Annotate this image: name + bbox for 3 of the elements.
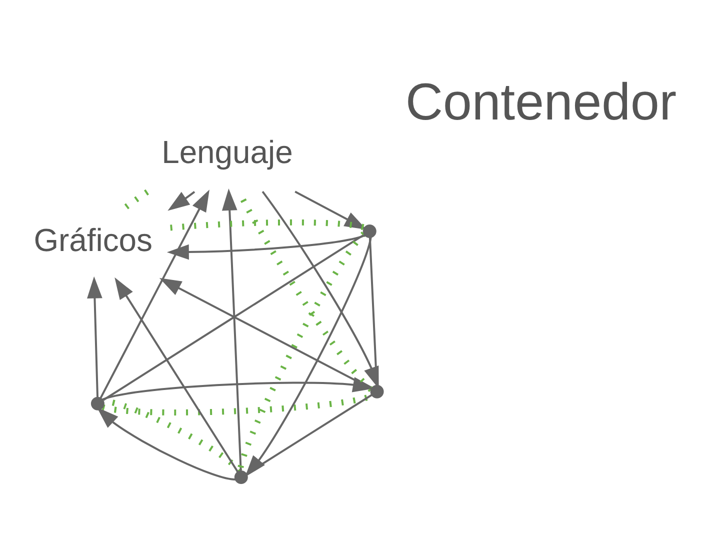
label: Contenedor: [406, 72, 677, 130]
node-text: Gráficos: [34, 221, 153, 258]
node-text: Lenguaje: [162, 134, 293, 170]
